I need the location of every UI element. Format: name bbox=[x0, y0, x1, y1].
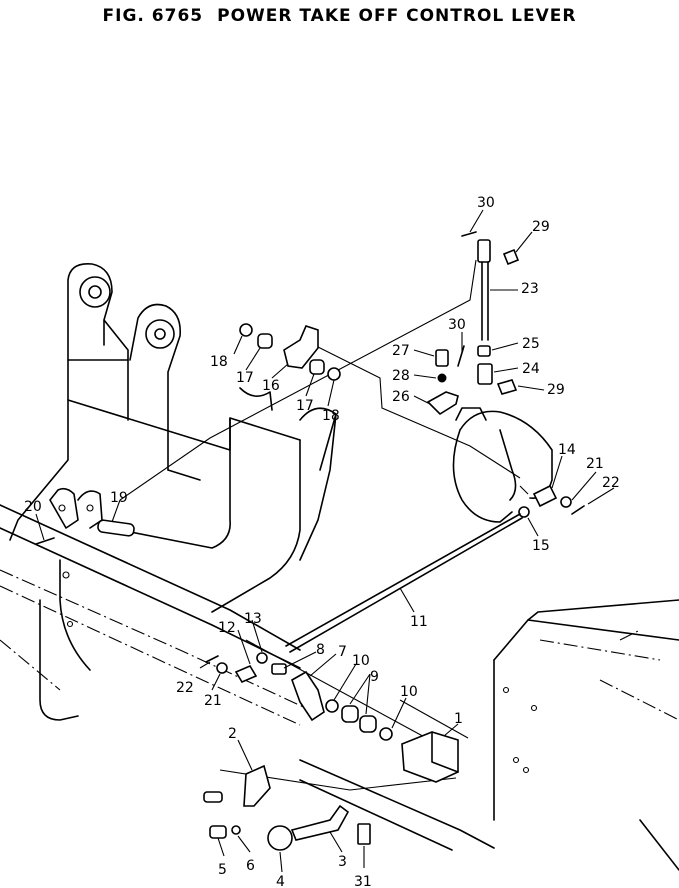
callout-1: 1 bbox=[454, 711, 463, 727]
nut-13-left bbox=[256, 652, 268, 664]
washer-21-right bbox=[560, 496, 572, 508]
cotter-pin-22-right bbox=[571, 505, 585, 515]
bracket-1 bbox=[401, 731, 459, 783]
callout-21-right: 21 bbox=[586, 456, 604, 472]
callout-20: 20 bbox=[24, 499, 42, 515]
callout-16: 16 bbox=[262, 378, 280, 394]
control-rod-23 bbox=[477, 239, 491, 341]
pto-housing bbox=[452, 407, 553, 523]
washer-18-left bbox=[239, 323, 253, 337]
pivot-bracket-16 bbox=[283, 325, 319, 369]
pin-29-lower bbox=[496, 379, 518, 395]
callout-9: 9 bbox=[370, 669, 379, 685]
knob-4 bbox=[267, 825, 293, 851]
nut-15-right bbox=[518, 506, 530, 518]
callout-8: 8 bbox=[316, 642, 325, 658]
callout-11: 11 bbox=[410, 614, 428, 630]
callout-15: 15 bbox=[532, 538, 550, 554]
lever-7 bbox=[291, 670, 325, 722]
nut-25 bbox=[477, 345, 491, 357]
callout-22-right: 22 bbox=[602, 475, 620, 491]
callout-leaders bbox=[35, 209, 615, 873]
callout-27: 27 bbox=[392, 343, 410, 359]
joint-14-right bbox=[532, 484, 558, 508]
lever-26 bbox=[426, 391, 459, 416]
callout-labels: 30 29 23 30 25 27 24 28 29 26 18 17 16 1… bbox=[24, 195, 620, 888]
bolt-5 bbox=[209, 825, 227, 839]
clevis-24 bbox=[477, 363, 493, 385]
callout-10-lower: 10 bbox=[400, 684, 418, 700]
callout-30-top: 30 bbox=[477, 195, 495, 211]
callout-13: 13 bbox=[244, 611, 262, 627]
washer-28 bbox=[437, 373, 447, 383]
callout-2: 2 bbox=[228, 726, 237, 742]
bracket-2 bbox=[243, 764, 271, 807]
callout-7: 7 bbox=[338, 644, 347, 660]
callout-22-left: 22 bbox=[176, 680, 194, 696]
callout-30-mid: 30 bbox=[448, 317, 466, 333]
assembly-leader-lines bbox=[119, 259, 521, 791]
callout-29-top: 29 bbox=[532, 219, 550, 235]
figure-title: FIG. 6765 POWER TAKE OFF CONTROL LEVER bbox=[0, 6, 679, 26]
cotter-pin-30-mid bbox=[457, 345, 465, 367]
callout-19: 19 bbox=[110, 490, 128, 506]
callout-17-left: 17 bbox=[236, 370, 254, 386]
callout-24: 24 bbox=[522, 361, 540, 377]
washer-18-right bbox=[327, 367, 341, 381]
callout-21-left: 21 bbox=[204, 693, 222, 709]
callout-6: 6 bbox=[246, 858, 255, 874]
bolt-27 bbox=[435, 349, 449, 367]
joint-12-left bbox=[234, 664, 258, 684]
pin-29-upper bbox=[502, 248, 520, 266]
callout-10-upper: 10 bbox=[352, 653, 370, 669]
callout-25: 25 bbox=[522, 336, 540, 352]
callout-17-right: 17 bbox=[296, 398, 314, 414]
bolt-upper bbox=[203, 791, 223, 803]
bushing-17-right bbox=[309, 359, 325, 375]
bushing-9-b bbox=[359, 715, 377, 733]
pin-19 bbox=[97, 519, 135, 537]
lower-casing bbox=[299, 599, 679, 871]
callout-14: 14 bbox=[558, 442, 576, 458]
bushing-17-left bbox=[257, 333, 273, 349]
callout-29-mid: 29 bbox=[547, 382, 565, 398]
figure-number: FIG. 6765 bbox=[102, 6, 204, 26]
callout-18-right: 18 bbox=[322, 408, 340, 424]
callout-23: 23 bbox=[521, 281, 539, 297]
washer-10-upper bbox=[325, 699, 339, 713]
figure-title-text: POWER TAKE OFF CONTROL LEVER bbox=[217, 6, 577, 26]
callout-31: 31 bbox=[354, 874, 372, 888]
cotter-pin-22-left bbox=[205, 655, 219, 663]
bushing-9-a bbox=[341, 705, 359, 723]
callout-5: 5 bbox=[218, 862, 227, 878]
washer-21-left bbox=[216, 662, 228, 674]
lever-handle-3 bbox=[290, 804, 350, 841]
callout-28: 28 bbox=[392, 368, 410, 384]
callout-3: 3 bbox=[338, 854, 347, 870]
fitting-8 bbox=[271, 663, 287, 675]
bolt-20 bbox=[35, 537, 55, 545]
washer-6 bbox=[231, 825, 241, 835]
callout-18-left: 18 bbox=[210, 354, 228, 370]
washer-10-lower bbox=[379, 727, 393, 741]
callout-12: 12 bbox=[218, 620, 236, 636]
callout-26: 26 bbox=[392, 389, 410, 405]
frame-structure bbox=[0, 263, 337, 726]
callout-4: 4 bbox=[276, 874, 285, 888]
control-rod-11 bbox=[285, 513, 523, 653]
cotter-pin-30-upper bbox=[461, 231, 477, 237]
plate-31 bbox=[357, 823, 371, 845]
